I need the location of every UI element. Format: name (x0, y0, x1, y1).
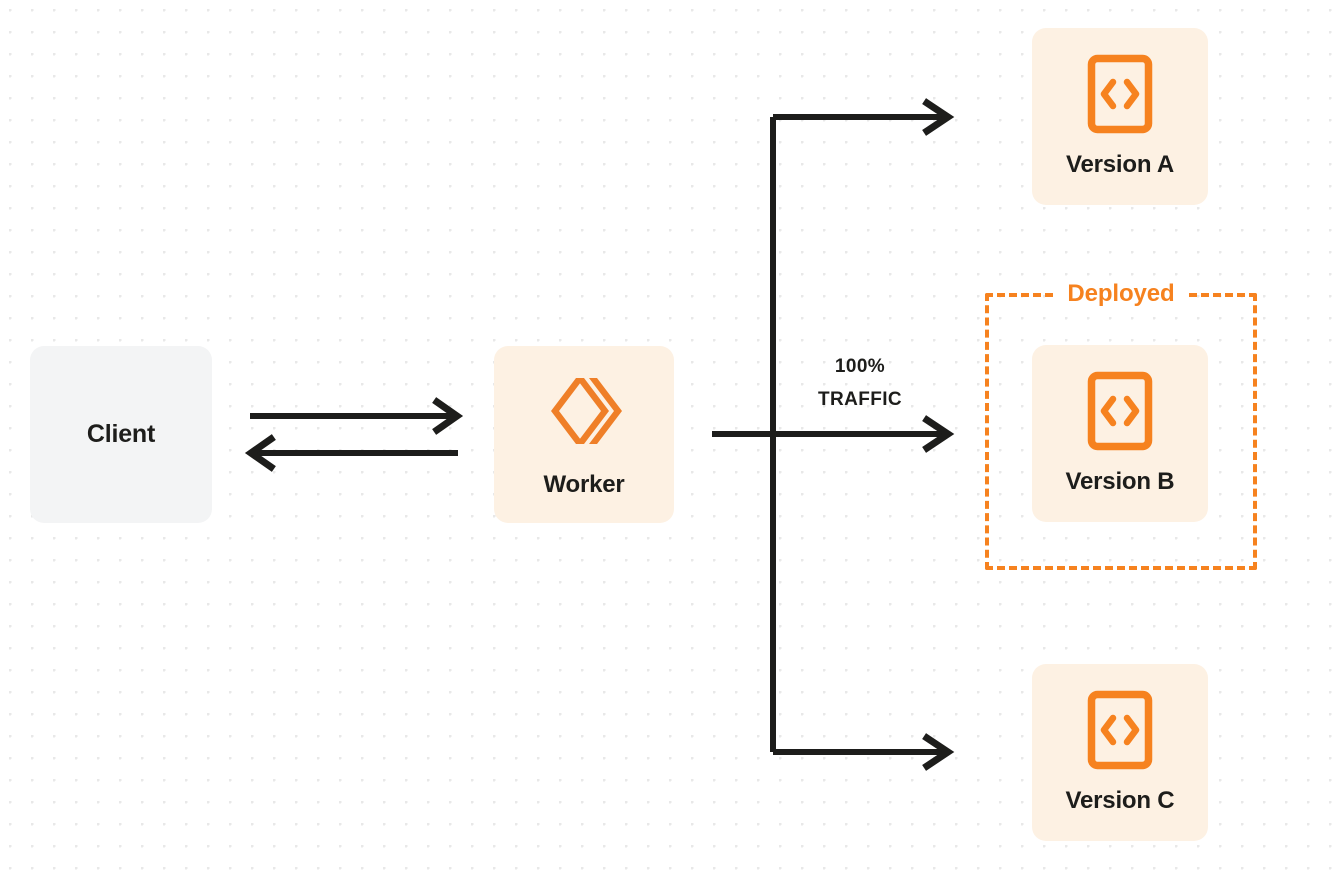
node-client[interactable]: Client (30, 346, 212, 523)
node-version-a-label: Version A (1065, 151, 1175, 178)
connector-client-to-worker (250, 397, 464, 435)
traffic-caption: TRAFFIC (817, 389, 903, 410)
traffic-percent: 100% (834, 356, 886, 377)
connector-worker-to-version-a (773, 98, 955, 136)
node-version-a[interactable]: Version A (1032, 28, 1208, 205)
node-client-label: Client (86, 420, 156, 448)
connector-worker-to-version-b (712, 415, 955, 453)
traffic-label: 100% TRAFFIC (784, 350, 936, 416)
node-worker-label: Worker (543, 471, 625, 498)
cloudflare-workers-icon (543, 370, 625, 457)
connector-worker-to-client (244, 434, 458, 472)
deployed-group: Deployed (985, 279, 1257, 570)
node-version-b-label: Version B (1065, 468, 1175, 495)
code-file-icon (1087, 54, 1153, 139)
deployed-group-label: Deployed (1055, 279, 1187, 309)
node-version-b[interactable]: Version B (1032, 345, 1208, 522)
node-worker[interactable]: Worker (494, 346, 674, 523)
node-version-c-label: Version C (1065, 787, 1175, 814)
code-file-icon (1087, 690, 1153, 775)
connector-worker-to-version-c (773, 733, 955, 771)
code-file-icon (1087, 371, 1153, 456)
node-version-c[interactable]: Version C (1032, 664, 1208, 841)
